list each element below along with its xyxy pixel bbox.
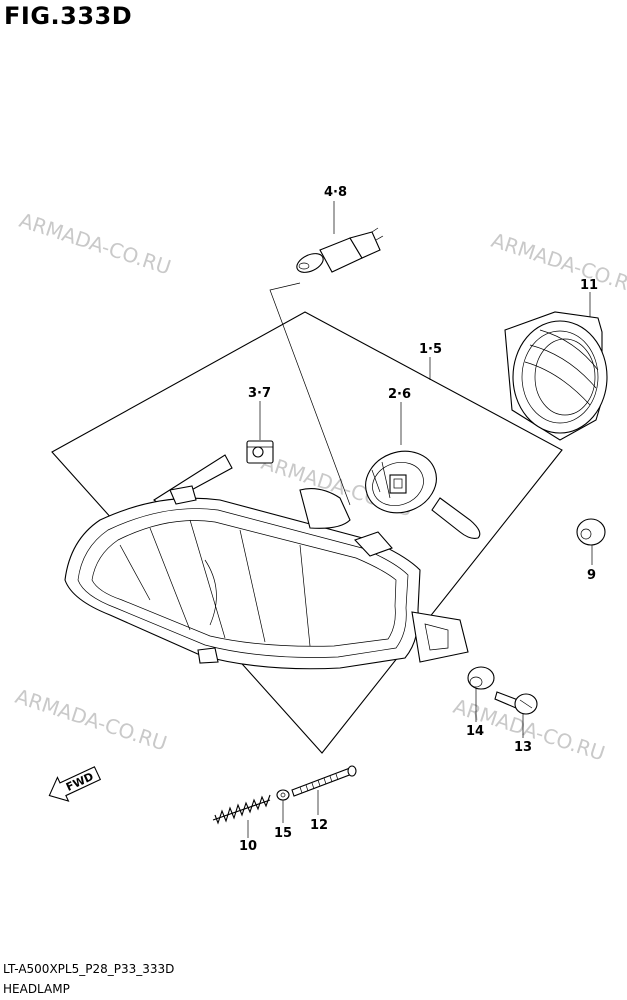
screw (494, 691, 538, 715)
figure-caption: HEADLAMP (3, 982, 70, 996)
watermark-top-left: ARMADA-CO.RU (16, 208, 174, 280)
watermark-top-right: ARMADA-CO.RU (488, 228, 627, 300)
callout-3-7: 3·7 (248, 386, 271, 401)
callout-1-5: 1·5 (419, 342, 442, 357)
figure-code: LT-A500XPL5_P28_P33_333D (3, 962, 175, 976)
callout-2-6: 2·6 (388, 387, 411, 402)
callout-9: 9 (587, 568, 596, 583)
callout-11: 11 (580, 278, 598, 293)
headlamp-housing (64, 454, 469, 670)
callout-12: 12 (310, 818, 328, 833)
callout-13: 13 (514, 740, 532, 755)
watermarks: ARMADA-CO.RU ARMADA-CO.RU ARMADA-CO.RU A… (12, 208, 627, 766)
leader-lines (247, 201, 593, 838)
bulb-socket (365, 450, 481, 539)
figure-title: FIG.333D (4, 2, 133, 30)
headlamp-cap (504, 311, 608, 441)
callout-14: 14 (466, 724, 484, 739)
headlamp-bulb (296, 227, 384, 273)
callout-4-8: 4·8 (324, 185, 347, 200)
spring (212, 794, 271, 825)
washer (276, 789, 290, 801)
watermark-bottom-left: ARMADA-CO.RU (12, 684, 170, 756)
grommet (576, 518, 606, 546)
fwd-arrow-icon: FWD (48, 766, 102, 802)
callout-10: 10 (239, 839, 257, 854)
callout-labels: 4·8 3·7 1·5 2·6 11 9 14 13 10 15 12 (239, 185, 598, 854)
cushion (467, 666, 495, 690)
clip-nut (246, 440, 274, 464)
callout-15: 15 (274, 826, 292, 841)
adjusting-screw (291, 765, 357, 797)
